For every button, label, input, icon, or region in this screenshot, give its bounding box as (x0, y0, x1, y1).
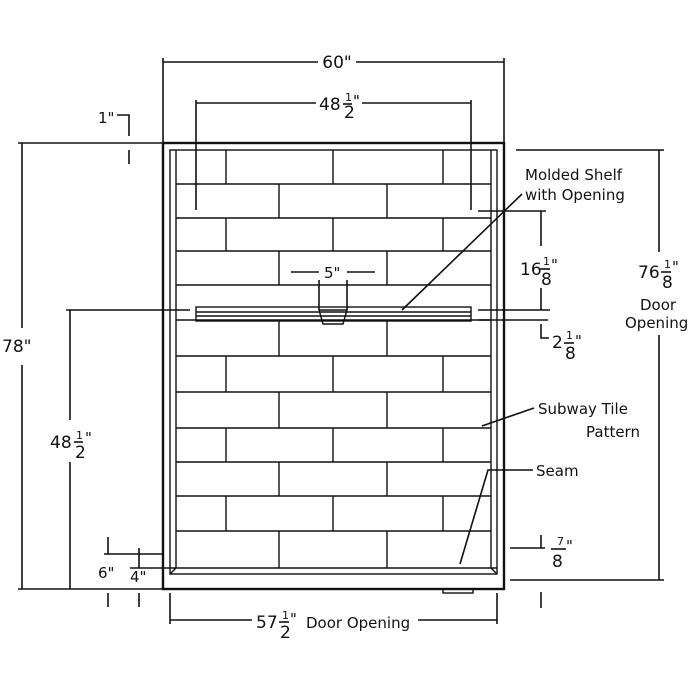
dim-base-right: 7 8 " (510, 535, 573, 608)
dim-top-offset: 1" (98, 109, 130, 164)
molded-shelf (195, 306, 472, 325)
base-left-text: 6" (98, 564, 114, 582)
callout-tile-line2: Pattern (586, 423, 640, 441)
base-right-den: 8 (552, 552, 563, 572)
base-right-inch: " (566, 537, 573, 555)
callout-tile-line1: Subway Tile (538, 400, 628, 418)
shelf-height-num: 1 (76, 429, 83, 442)
shelf-height-inch: " (85, 429, 92, 447)
subway-tile-pattern (176, 150, 491, 568)
door-width-whole: 57 (256, 613, 278, 633)
shelf-to-top-inch: " (551, 256, 558, 274)
door-height-num: 1 (664, 258, 671, 271)
outer-frame (161, 141, 506, 591)
base-sill-right (490, 567, 498, 575)
dim-opening-width: 5" (291, 264, 375, 310)
dim-base-left: 6" 4" (98, 537, 170, 607)
shelf-to-top-num: 1 (543, 255, 550, 268)
base-sill-left (169, 567, 177, 575)
door-height-whole: 76 (638, 263, 660, 283)
dim-overall-height: 78" (2, 142, 163, 590)
dim-door-height: 76 1 8 " Door Opening (510, 149, 688, 581)
callout-shelf: Molded Shelf with Opening (401, 166, 625, 311)
opening-width-text: 5" (324, 264, 340, 282)
inner-width-den: 2 (344, 103, 355, 123)
shelf-height-whole: 48 (50, 433, 72, 453)
inner-width-inch: " (353, 92, 360, 110)
door-height-label-1: Door (640, 296, 677, 314)
shelf-depth-inch: " (575, 332, 582, 350)
top-offset-text: 1" (98, 109, 114, 127)
shelf-depth-num: 1 (566, 329, 573, 342)
overall-height-text: 78" (2, 337, 31, 357)
shelf-to-top-whole: 16 (520, 260, 542, 280)
shelf-height-den: 2 (75, 443, 86, 463)
door-height-label-2: Opening (625, 314, 688, 332)
shelf-depth-den: 8 (565, 344, 576, 364)
dim-shelf-to-top: 16 1 8 " (478, 210, 558, 311)
shelf-to-top-den: 8 (541, 270, 552, 290)
callout-shelf-line1: Molded Shelf (525, 166, 623, 184)
base-foot (442, 588, 474, 594)
base-right-num: 7 (557, 535, 564, 548)
callout-seam-leader (459, 469, 533, 565)
dim-overall-width: 60" (162, 53, 505, 143)
base-inner-text: 4" (130, 568, 146, 586)
callout-shelf-line2: with Opening (525, 186, 625, 204)
inner-width-whole: 48 (319, 95, 341, 115)
door-width-num: 1 (282, 609, 289, 622)
inner-width-num: 1 (345, 91, 352, 104)
dim-inner-width: 48 1 2 " (195, 91, 472, 210)
callout-seam-text: Seam (536, 462, 579, 480)
dim-door-width: 57 1 2 " Door Opening (169, 593, 498, 643)
callout-tile-leader (481, 407, 535, 427)
callout-tile: Subway Tile Pattern (481, 400, 640, 441)
shelf-depth-whole: 2 (552, 333, 563, 353)
door-width-den: 2 (280, 623, 291, 643)
shelf-opening (318, 309, 348, 325)
door-width-inch: " (290, 610, 297, 628)
overall-width-text: 60" (322, 53, 351, 73)
door-height-inch: " (672, 258, 679, 276)
dim-shelf-height: 48 1 2 " (50, 309, 190, 589)
callout-shelf-leader (401, 193, 523, 311)
door-height-den: 8 (662, 273, 673, 293)
dim-shelf-depth: 2 1 8 " (478, 319, 582, 364)
door-width-label: Door Opening (306, 614, 410, 632)
callout-seam: Seam (459, 462, 579, 565)
